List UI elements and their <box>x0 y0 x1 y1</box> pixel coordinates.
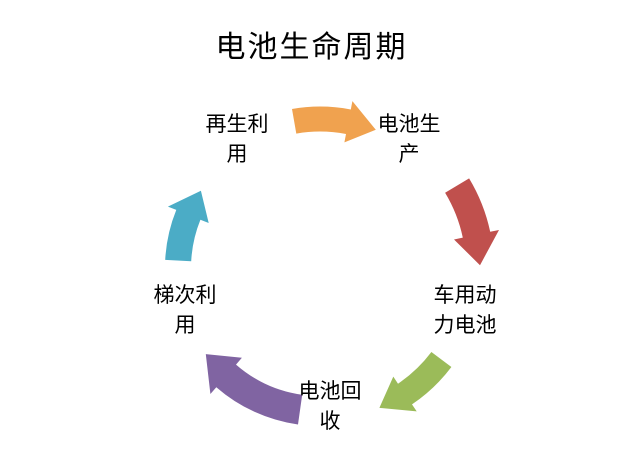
diagram-title: 电池生命周期 <box>215 31 408 64</box>
arrow-recycle-to-production <box>292 101 376 143</box>
node-cascade-utilization: 梯次利用 <box>153 283 217 337</box>
node-battery-recovery: 电池回收 <box>298 379 362 433</box>
arrow-recovery-to-cascade <box>205 354 303 425</box>
node-recycle-reuse: 再生利用 <box>205 112 269 166</box>
arrow-production-to-vehicle <box>445 178 499 266</box>
arrow-cascade-to-recycle <box>165 190 209 262</box>
node-battery-production: 电池生产 <box>377 112 441 166</box>
node-vehicle-power-battery: 车用动力电池 <box>433 283 497 337</box>
arrow-vehicle-to-recovery <box>379 352 452 412</box>
